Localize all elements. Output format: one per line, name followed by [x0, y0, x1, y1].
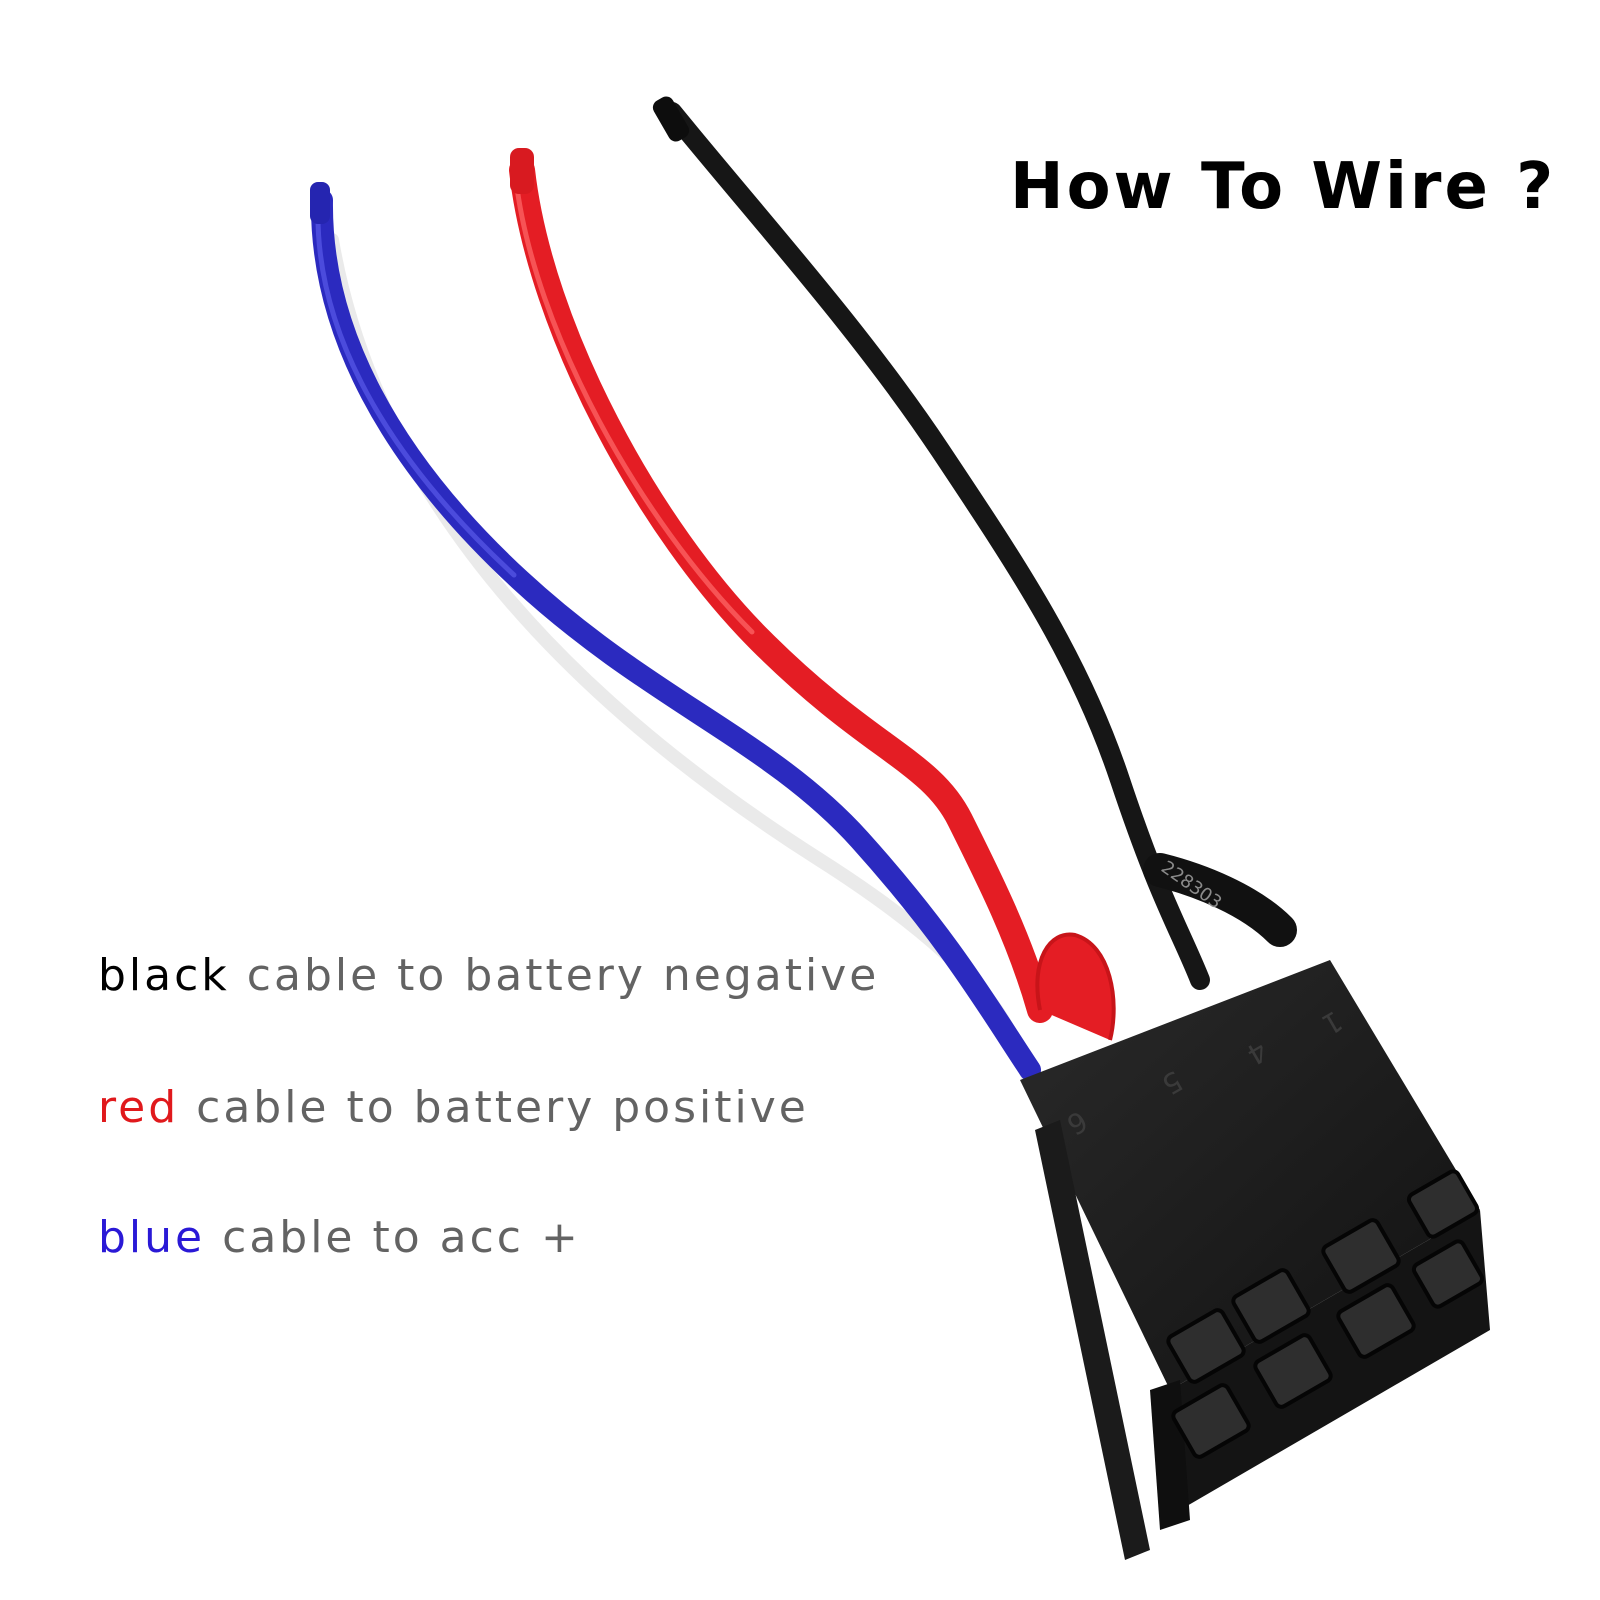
blue-wire — [310, 189, 1041, 1081]
instruction-text-red: cable to battery positive — [196, 1082, 809, 1133]
instruction-text-blue: cable to acc + — [222, 1212, 581, 1263]
red-wire — [509, 157, 1053, 1023]
black-wire-sheath — [1143, 853, 1297, 947]
red-wire-highlight — [513, 177, 755, 635]
page-title: How To Wire ? — [1010, 150, 1557, 224]
red-wire-loop — [1035, 932, 1116, 1041]
blue-wire-highlight — [315, 207, 517, 578]
instruction-text-black: cable to battery negative — [246, 950, 880, 1001]
keyword-black: black — [98, 950, 230, 1001]
blue-wire-tip — [310, 182, 330, 224]
red-wire-tip — [510, 148, 534, 194]
black-wire — [662, 102, 1210, 990]
instruction-blue-cable: blue cable to acc + — [98, 1212, 581, 1263]
keyword-red: red — [98, 1082, 180, 1133]
mounting-tab — [1035, 1120, 1150, 1560]
black-wire-tip — [652, 96, 690, 142]
instruction-black-cable: black cable to battery negative — [98, 950, 879, 1001]
instruction-red-cable: red cable to battery positive — [98, 1082, 809, 1133]
connector-cavities — [1166, 1169, 1485, 1459]
relay-socket-connector: 6 5 4 1 228303 — [1020, 857, 1490, 1560]
keyword-blue: blue — [98, 1212, 206, 1263]
